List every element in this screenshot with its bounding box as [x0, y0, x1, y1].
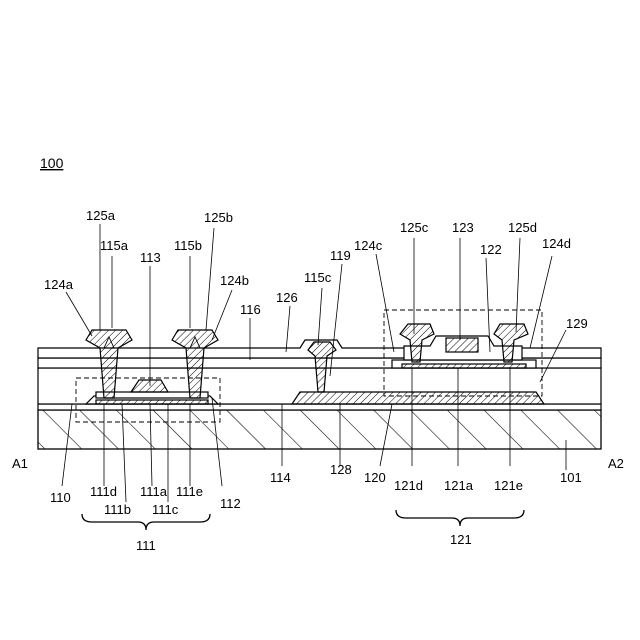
label-124c: 124c: [354, 238, 383, 253]
label-111b: 111b: [104, 502, 131, 517]
label-125b: 125b: [204, 210, 233, 225]
label-115b: 115b: [174, 238, 202, 253]
label-120: 120: [364, 470, 386, 485]
oxide-semiconductor-121: [402, 364, 526, 368]
label-124d: 124d: [542, 236, 571, 251]
gate-electrode-123: [446, 338, 478, 352]
label-123: 123: [452, 220, 474, 235]
label-124b: 124b: [220, 273, 249, 288]
label-A2: A2: [608, 456, 624, 471]
label-111d: 111d: [90, 484, 117, 499]
label-121a: 121a: [444, 478, 474, 493]
label-122: 122: [480, 242, 502, 257]
label-A1: A1: [12, 456, 28, 471]
label-111e: 111e: [176, 484, 203, 499]
impurity-regions-111: [96, 400, 208, 404]
label-110: 110: [50, 490, 71, 505]
label-129: 129: [566, 316, 588, 331]
label-115a: 115a: [100, 238, 129, 253]
label-112: 112: [220, 496, 241, 511]
brace-121: [396, 510, 524, 526]
label-126: 126: [276, 290, 298, 305]
brace-111: [82, 514, 210, 530]
label-121e: 121e: [494, 478, 523, 493]
label-101: 101: [560, 470, 582, 485]
label-113: 113: [140, 250, 161, 265]
label-125a: 125a: [86, 208, 116, 223]
label-111: 111: [136, 538, 156, 553]
label-128: 128: [330, 462, 352, 477]
label-115c: 115c: [304, 270, 332, 285]
label-125c: 125c: [400, 220, 429, 235]
label-114: 114: [270, 470, 291, 485]
label-121: 121: [450, 532, 472, 547]
figure-reference-number: 100: [40, 155, 64, 171]
label-124a: 124a: [44, 277, 74, 292]
label-125d: 125d: [508, 220, 537, 235]
wiring-layer-128: [292, 392, 544, 404]
label-121d: 121d: [394, 478, 423, 493]
label-119: 119: [330, 248, 351, 263]
label-111c: 111c: [152, 502, 179, 517]
label-111a: 111a: [140, 484, 168, 499]
label-116: 116: [240, 302, 261, 317]
